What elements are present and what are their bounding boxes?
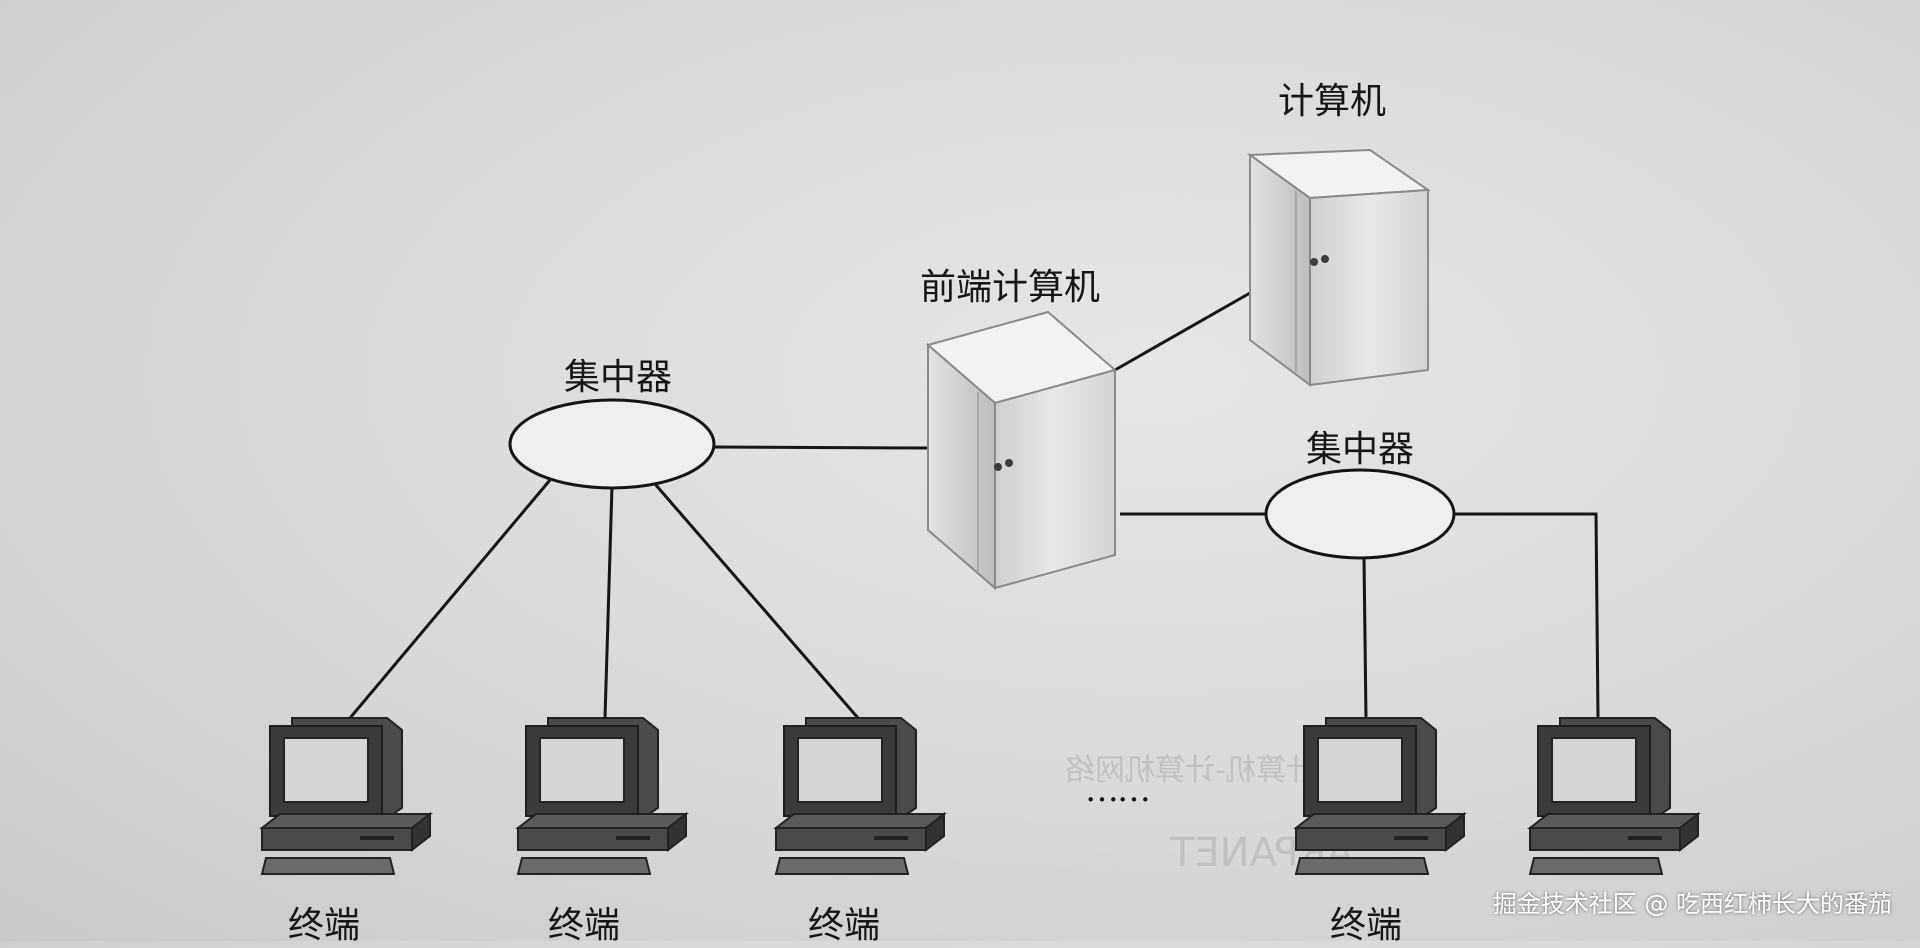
terminal-label-2: 终端 (548, 905, 621, 946)
terminal-label-1: 终端 (288, 905, 361, 946)
link-hub-right-terminal-5 (1453, 512, 1600, 719)
ellipsis: …… (1085, 770, 1151, 810)
link-frontend-computer (1114, 291, 1251, 372)
terminal-icon-4 (1295, 717, 1465, 875)
terminal-icon-1 (261, 717, 431, 875)
terminal-icon-2 (517, 717, 687, 875)
hub-right-label: 集中器 (1306, 429, 1415, 470)
link-hub-left-terminal-2 (603, 485, 614, 719)
link-hub-left-terminal-1 (348, 479, 552, 719)
front-end-computer-label: 前端计算机 (920, 267, 1101, 308)
terminal-icon-3 (775, 717, 945, 875)
link-hub-left-frontend (713, 445, 930, 450)
terminal-label-4: 终端 (1330, 905, 1403, 946)
computer-label: 计算机 (1278, 81, 1387, 122)
link-hub-right-terminal-4 (1362, 557, 1368, 719)
terminal-label-3: 终端 (808, 905, 881, 946)
hub-left-label: 集中器 (564, 357, 673, 398)
front-end-server-icon (925, 310, 1118, 591)
connection-lines (348, 291, 1600, 719)
watermark: 掘金技术社区 @ 吃西红柿长大的番茄 (1492, 890, 1892, 918)
computer-server-icon (1247, 148, 1431, 387)
hub-left-shape (508, 398, 716, 490)
terminal-icon-5 (1529, 717, 1699, 875)
hub-right-shape (1264, 468, 1456, 560)
link-hub-left-terminal-3 (653, 483, 860, 719)
